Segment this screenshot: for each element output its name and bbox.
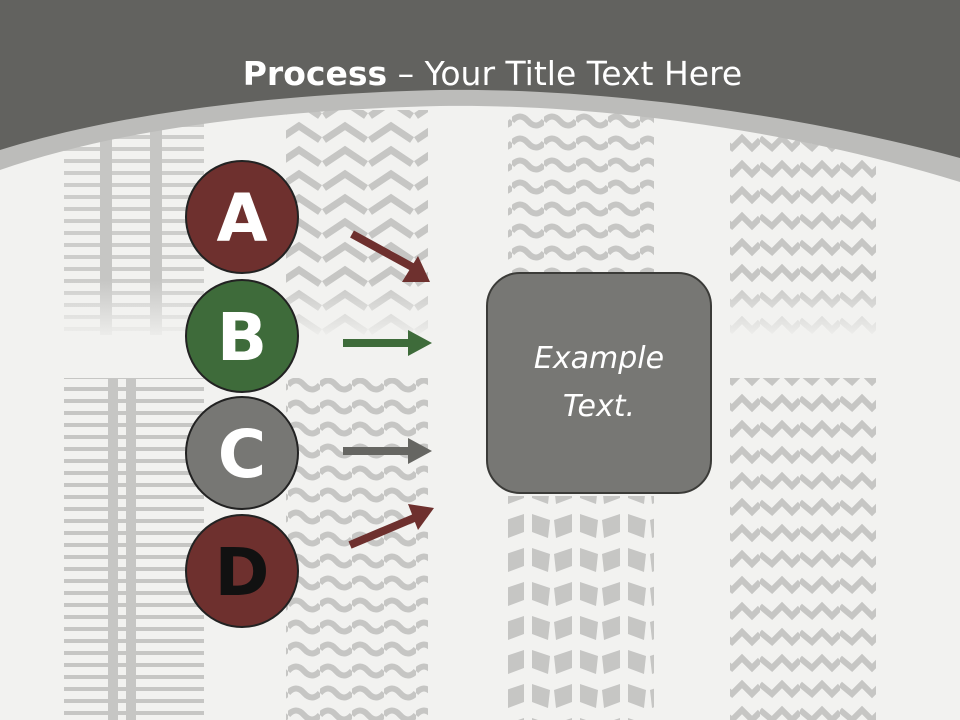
step-letter-d: D bbox=[214, 534, 270, 611]
arrow-right-icon-a bbox=[350, 230, 430, 282]
step-circle-a: A bbox=[185, 160, 299, 274]
arrow-right-icon-b bbox=[343, 330, 432, 356]
example-text-box: Example Text. bbox=[486, 272, 712, 494]
step-letter-c: C bbox=[217, 416, 267, 493]
step-circle-c: C bbox=[185, 396, 299, 510]
arrow-right-icon-d bbox=[348, 504, 434, 549]
step-circle-d: D bbox=[185, 514, 299, 628]
example-text-line-1: Example bbox=[533, 341, 665, 376]
step-letter-b: B bbox=[216, 299, 268, 376]
title-bold-word: Process bbox=[242, 54, 388, 93]
step-letter-a: A bbox=[216, 180, 268, 257]
title-text: – Your Title Text Here bbox=[387, 54, 743, 93]
arrow-right-icon-c bbox=[343, 438, 432, 464]
step-circle-b: B bbox=[185, 279, 299, 393]
slide-title: Process – Your Title Text Here bbox=[0, 52, 960, 96]
example-text-line-2: Text. bbox=[562, 389, 636, 424]
